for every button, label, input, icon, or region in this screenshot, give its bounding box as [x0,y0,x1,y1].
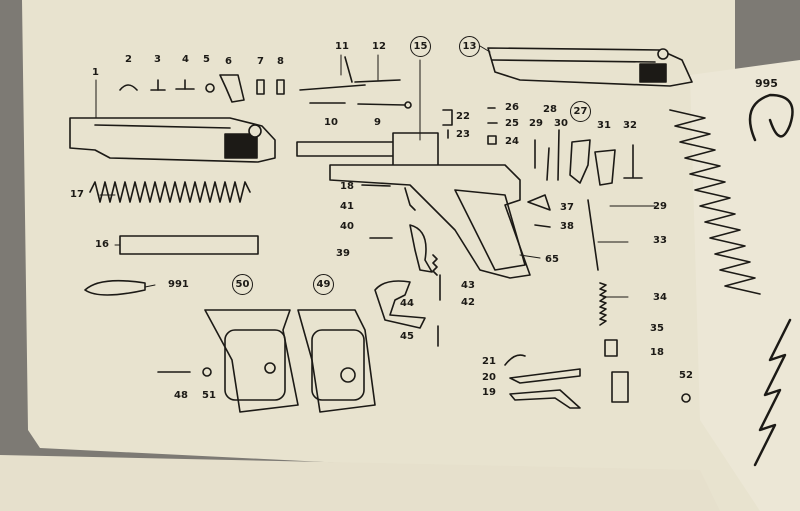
part-31 [594,149,616,186]
tube-part-16 [119,235,259,255]
part-21 [504,354,526,366]
part-3 [150,79,166,91]
label-43: 43 [461,280,475,291]
part-28 [546,147,550,181]
label-6: 6 [225,56,232,67]
label-42: 42 [461,297,475,308]
spring-coils-back [753,318,792,467]
label-45: 45 [400,331,414,342]
tool-part-991 [84,279,146,296]
lower-sheet [0,455,720,511]
spring-part-43 [432,254,438,276]
label-49: 49 [313,274,334,295]
label-11: 11 [335,41,349,52]
part-7 [256,79,265,95]
part-4 [175,79,195,90]
label-12: 12 [372,41,386,52]
part-35 [604,339,618,357]
label-50: 50 [232,274,253,295]
label-29a: 29 [529,118,543,129]
rod-part-33 [587,199,599,271]
parts-22-26 [442,107,498,145]
label-2: 2 [125,54,132,65]
pin-parts-9-12 [299,56,412,109]
label-24: 24 [505,136,519,147]
part-27 [569,139,591,184]
label-51: 51 [202,390,216,401]
label-35: 35 [650,323,664,334]
back-sheet [690,60,800,511]
label-10: 10 [324,117,338,128]
label-13: 13 [459,36,480,57]
spring-hook-995 [748,93,794,142]
label-3: 3 [154,54,161,65]
label-25: 25 [505,118,519,129]
part-41 [404,187,416,211]
label-33: 33 [653,235,667,246]
label-21: 21 [482,356,496,367]
part-20 [509,368,581,384]
part-2 [119,84,138,91]
label-7: 7 [257,56,264,67]
label-8: 8 [277,56,284,67]
washer-part-51 [202,367,212,377]
part-32 [623,144,643,179]
label-20: 20 [482,372,496,383]
label-4: 4 [182,54,189,65]
grip-part-50 [204,309,299,413]
label-26: 26 [505,102,519,113]
label-18a: 18 [340,181,354,192]
part-37 [527,194,551,211]
label-29b: 29 [653,201,667,212]
label-31: 31 [597,120,611,131]
label-18b: 18 [650,347,664,358]
trigger-part-44 [374,280,426,329]
label-28: 28 [543,104,557,115]
label-44: 44 [400,298,414,309]
label-991: 991 [168,279,189,290]
part-52 [681,393,691,403]
label-1: 1 [92,67,99,78]
label-34: 34 [653,292,667,303]
spring-part-17 [89,181,251,203]
part-6 [219,74,245,103]
label-37: 37 [560,202,574,213]
label-23: 23 [456,129,470,140]
label-22: 22 [456,111,470,122]
slide-part-1 [69,117,276,163]
label-9: 9 [374,117,381,128]
label-40: 40 [340,221,354,232]
label-32: 32 [623,120,637,131]
part-19 [509,389,581,409]
label-41: 41 [340,201,354,212]
barrel-part-15 [296,132,439,169]
part-30 [557,129,560,181]
label-19: 19 [482,387,496,398]
label-16: 16 [95,239,109,250]
label-995: 995 [755,77,778,90]
part-18 [361,184,391,187]
leader-lines [95,45,656,298]
part-36 [611,371,629,403]
part-5 [205,83,215,93]
label-52: 52 [679,370,693,381]
slide-part-13 [487,47,693,87]
label-30: 30 [554,118,568,129]
grip-part-49 [297,309,376,413]
hammer-part-39 [409,224,433,273]
label-5: 5 [203,54,210,65]
label-38: 38 [560,221,574,232]
label-48: 48 [174,390,188,401]
part-38 [534,224,551,228]
label-65: 65 [545,254,559,265]
label-39: 39 [336,248,350,259]
label-15: 15 [410,36,431,57]
spring-part-995 [669,109,761,295]
label-27: 27 [570,101,591,122]
part-8 [276,79,285,95]
spring-part-34 [599,282,607,326]
label-17: 17 [70,189,84,200]
